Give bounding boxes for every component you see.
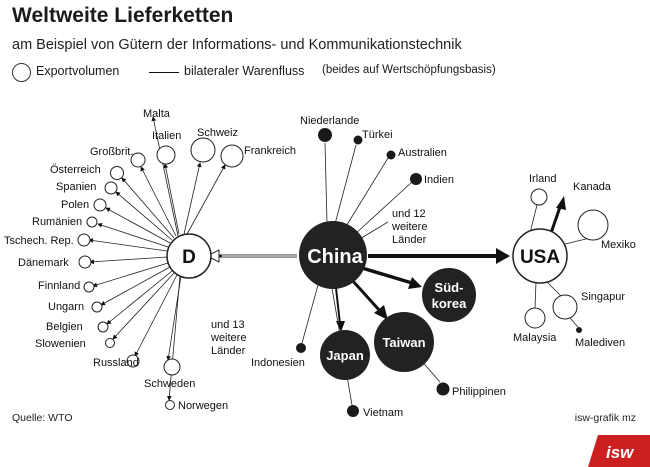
- label-malaysia: Malaysia: [513, 332, 557, 344]
- chart-subtitle: am Beispiel von Gütern der Informations-…: [12, 37, 462, 53]
- chart-title: Weltweite Lieferketten: [12, 4, 234, 27]
- label-tschechien: Tschech. Rep.: [4, 235, 74, 247]
- node-rumaenien: [86, 216, 98, 228]
- label-grossbritannien: Großbrit.: [90, 146, 133, 158]
- germany-more-line3: Länder: [211, 345, 246, 357]
- china-usa-flow: [368, 248, 510, 264]
- node-mexiko: [577, 209, 609, 241]
- node-frankreich: [220, 144, 244, 168]
- label-mexiko: Mexiko: [601, 239, 636, 251]
- node-italien: [156, 145, 176, 165]
- hub-suedkorea: [422, 268, 476, 322]
- credit-note: isw-grafik mz: [574, 412, 636, 424]
- china-more-line1: und 12: [392, 208, 426, 220]
- label-china: China: [307, 246, 363, 268]
- legend-flow-label: bilateraler Warenfluss: [184, 64, 305, 78]
- label-philippinen: Philippinen: [452, 386, 506, 398]
- label-taiwan: Taiwan: [382, 335, 425, 350]
- hub-taiwan: [374, 312, 434, 372]
- label-tuerkei: Türkei: [362, 129, 393, 141]
- label-schweden: Schweden: [144, 378, 195, 390]
- label-japan: Japan: [326, 348, 364, 363]
- node-grossbritannien: [130, 152, 146, 168]
- label-slowenien: Slowenien: [35, 338, 86, 350]
- china-asia-flows: [335, 266, 422, 332]
- country-labels: Malta Italien Schweiz Großbrit. Frankrei…: [4, 108, 636, 419]
- label-schweiz: Schweiz: [197, 127, 238, 139]
- node-australien: [386, 150, 396, 160]
- node-ungarn: [91, 301, 103, 313]
- node-polen: [93, 198, 107, 212]
- node-oesterreich: [110, 166, 124, 180]
- node-indien: [410, 173, 422, 185]
- label-suedkorea-line2: korea: [432, 296, 467, 311]
- node-malediven: [576, 327, 582, 333]
- label-russland: Russland: [93, 357, 139, 369]
- label-polen: Polen: [61, 199, 89, 211]
- legend-line-icon: [149, 72, 179, 73]
- hub-china: [299, 221, 367, 289]
- label-malediven: Malediven: [575, 337, 625, 349]
- label-suedkorea-line1: Süd-: [435, 280, 464, 295]
- source-note: Quelle: WTO: [12, 412, 73, 424]
- node-spanien: [104, 181, 118, 195]
- germany-flow-lines: [88, 116, 226, 401]
- node-russland: [126, 354, 140, 368]
- legend-circle-icon: [12, 63, 31, 82]
- germany-more-line2: weitere: [210, 332, 246, 344]
- label-finnland: Finnland: [38, 280, 80, 292]
- node-schweiz: [190, 137, 216, 163]
- node-tuerkei: [353, 135, 363, 145]
- node-finnland: [83, 281, 95, 293]
- node-philippinen: [436, 382, 450, 396]
- label-indien: Indien: [424, 174, 454, 186]
- china-more-line2: weitere: [391, 221, 427, 233]
- node-belgien: [97, 321, 109, 333]
- china-germany-flow: [205, 249, 297, 263]
- node-tschechien: [77, 233, 91, 247]
- node-norwegen: [165, 400, 175, 410]
- label-kanada: Kanada: [573, 181, 612, 193]
- label-rumaenien: Rumänien: [32, 216, 82, 228]
- label-norwegen: Norwegen: [178, 400, 228, 412]
- label-vietnam: Vietnam: [363, 407, 403, 419]
- label-niederlande: Niederlande: [300, 115, 359, 127]
- usa-flow-lines: [529, 204, 591, 328]
- germany-more-line1: und 13: [211, 319, 245, 331]
- label-malta: Malta: [143, 108, 171, 120]
- label-belgien: Belgien: [46, 321, 83, 333]
- logo-text: isw: [606, 443, 635, 462]
- label-spanien: Spanien: [56, 181, 96, 193]
- node-irland: [530, 188, 548, 206]
- node-indonesien: [296, 343, 306, 353]
- legend-note: (beides auf Wertschöpfungsbasis): [322, 64, 496, 76]
- legend: Exportvolumen bilateraler Warenfluss (be…: [12, 61, 612, 83]
- node-vietnam: [347, 405, 359, 417]
- node-malaysia: [524, 307, 546, 329]
- label-singapur: Singapur: [581, 291, 625, 303]
- node-singapur: [552, 294, 578, 320]
- legend-export-label: Exportvolumen: [36, 64, 120, 78]
- label-italien: Italien: [152, 130, 181, 142]
- label-daenemark: Dänemark: [18, 257, 69, 269]
- china-more-line3: Länder: [392, 234, 427, 246]
- usa-kanada-flow: [549, 196, 566, 234]
- label-irland: Irland: [529, 173, 557, 185]
- hub-germany: [166, 233, 212, 279]
- node-schweden: [163, 358, 181, 376]
- label-usa: USA: [520, 247, 560, 268]
- node-slowenien: [105, 338, 115, 348]
- label-frankreich: Frankreich: [244, 145, 296, 157]
- label-germany: D: [182, 247, 196, 268]
- hub-japan: [320, 330, 370, 380]
- node-niederlande: [318, 128, 332, 142]
- label-australien: Australien: [398, 147, 447, 159]
- hub-usa: [512, 228, 568, 284]
- label-oesterreich: Österreich: [50, 164, 101, 176]
- label-ungarn: Ungarn: [48, 301, 84, 313]
- isw-logo: isw: [588, 435, 650, 467]
- label-indonesien: Indonesien: [251, 357, 305, 369]
- node-daenemark: [78, 255, 92, 269]
